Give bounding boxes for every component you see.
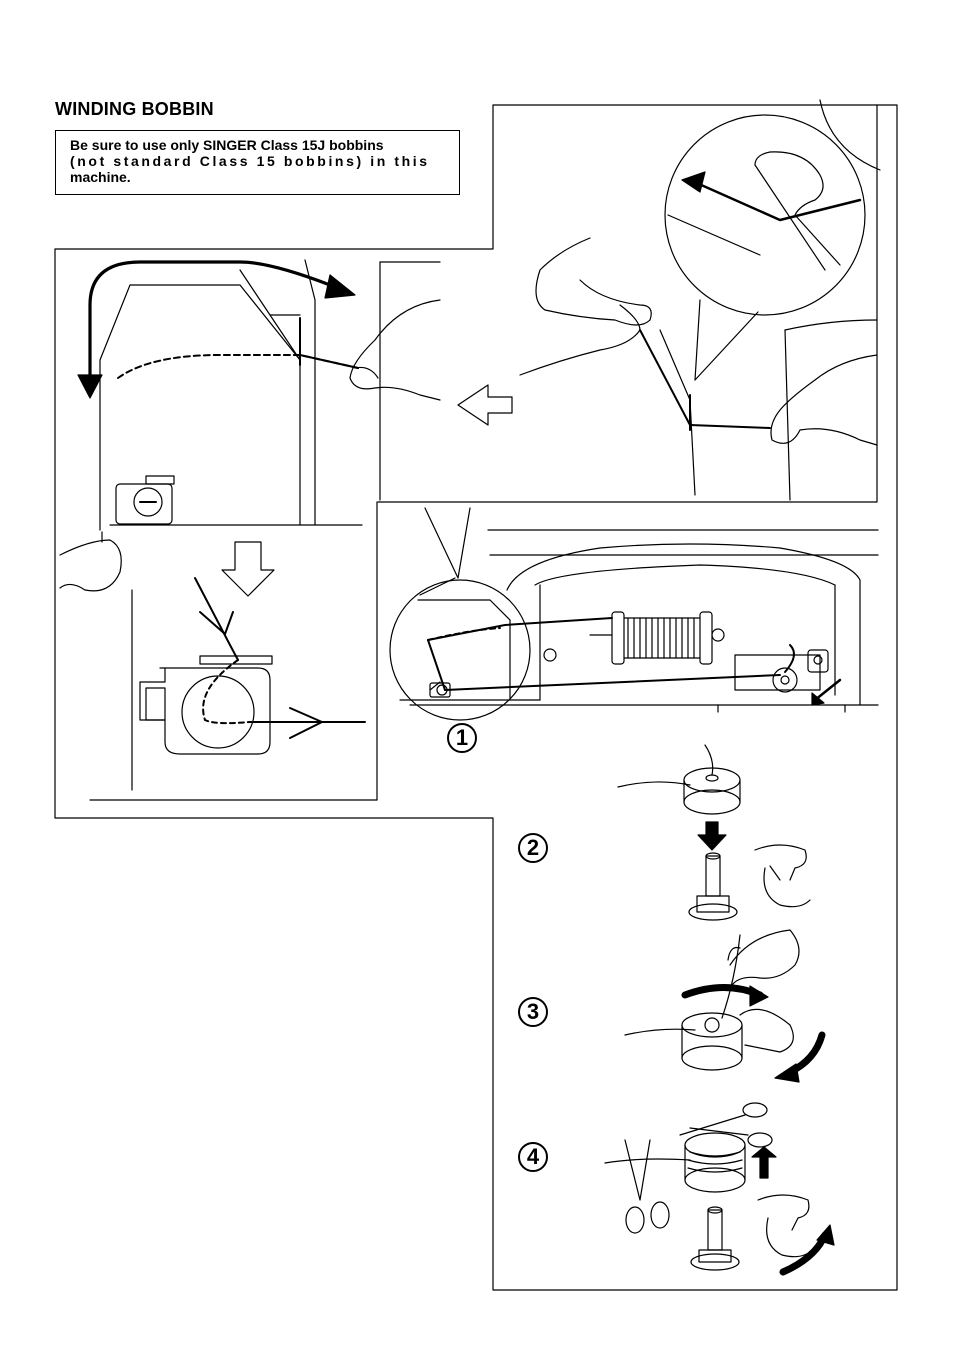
spool-pin-icon — [690, 1206, 740, 1271]
arrow-icon — [681, 171, 706, 193]
page-title: WINDING BOBBIN — [55, 99, 214, 119]
scissors-icon — [679, 1102, 773, 1148]
bobbin-winder-icon — [754, 844, 811, 908]
bobbin-winder-icon — [734, 649, 829, 693]
thread-guide-icon — [139, 655, 273, 755]
arrow-icon — [816, 1224, 835, 1246]
step-2-illustration — [617, 744, 811, 921]
step-number-3: 3 — [518, 997, 548, 1027]
arrow-icon — [221, 541, 275, 597]
spool-pin-icon — [688, 852, 738, 921]
bobbin-winder-panel — [389, 507, 879, 721]
thread-guide-panel — [59, 259, 513, 592]
scissors-icon — [624, 1139, 670, 1234]
notice-line-1: Be sure to use only SINGER Class 15J bob… — [70, 137, 384, 153]
bobbin-icon — [681, 1012, 743, 1038]
thread-guide-icon — [429, 682, 451, 698]
magnifier-circle — [664, 114, 866, 316]
guide-detail-panel — [89, 541, 378, 801]
bobbin-notice-box: Be sure to use only SINGER Class 15J bob… — [55, 130, 460, 195]
hand-icon — [770, 354, 878, 446]
hand-icon — [535, 237, 652, 326]
figure-frame — [54, 104, 898, 1291]
arrow-icon — [749, 985, 769, 1007]
notice-line-2: (not standard Class 15 bobbins) in this — [70, 153, 430, 169]
hand-icon — [349, 299, 441, 401]
step-number-4: 4 — [518, 1142, 548, 1172]
step-number-2: 2 — [518, 833, 548, 863]
hand-icon — [729, 929, 800, 986]
spool-pin-icon — [589, 611, 725, 665]
arrow-icon — [811, 692, 825, 706]
hand-threading-panel — [519, 99, 881, 501]
arrow-icon — [77, 374, 103, 399]
step-3-illustration — [624, 929, 826, 1083]
bobbin-winder-icon — [757, 1194, 813, 1258]
arrow-icon — [457, 384, 513, 426]
arrow-icon — [324, 274, 356, 299]
arrow-icon — [774, 1063, 800, 1083]
notice-line-3: machine. — [70, 169, 131, 185]
step-4-illustration — [604, 1102, 835, 1276]
hand-icon — [59, 539, 122, 592]
panel-divider — [377, 104, 878, 503]
thread-guide-icon — [115, 475, 175, 525]
step-number-1: 1 — [447, 723, 477, 753]
